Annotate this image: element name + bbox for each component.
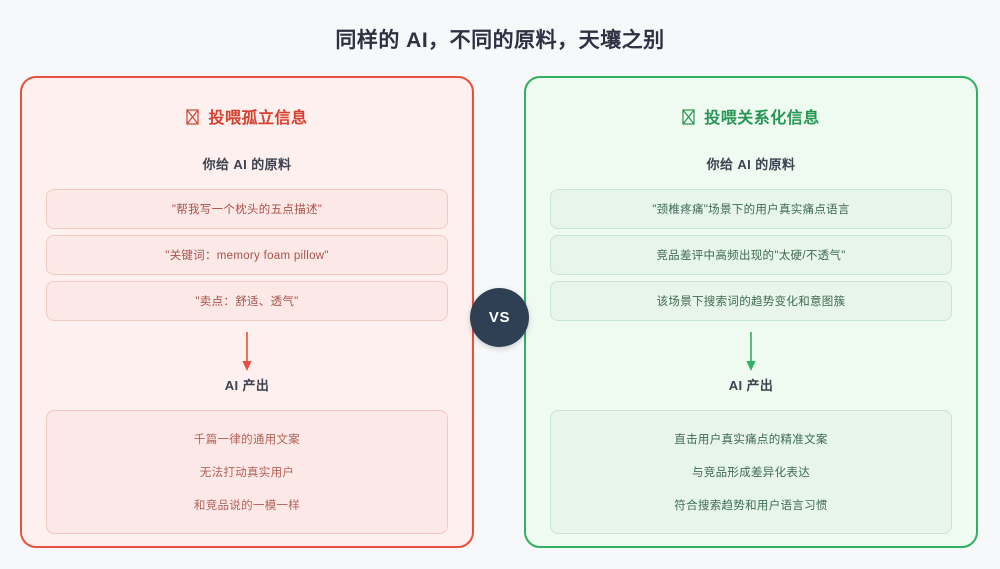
left-input-card[interactable]: "关键词：memory foam pillow" — [46, 235, 448, 275]
missing-glyph-box-icon — [186, 109, 200, 125]
right-panel-header: 投喂关系化信息 — [550, 104, 952, 128]
left-arrow-down-icon — [46, 329, 448, 375]
right-input-card[interactable]: "颈椎疼痛"场景下的用户真实痛点语言 — [550, 189, 952, 229]
right-input-card-stack: "颈椎疼痛"场景下的用户真实痛点语言 竞品差评中高频出现的"太硬/不透气" 该场… — [550, 189, 952, 327]
right-output-line: 符合搜索趋势和用户语言习惯 — [674, 500, 828, 512]
panel-isolated-information: 投喂孤立信息 你给 AI 的原料 "帮我写一个枕头的五点描述" "关键词：mem… — [20, 76, 474, 548]
right-output-label: AI 产出 — [728, 378, 774, 393]
right-arrow-down-icon — [550, 329, 952, 375]
panel-relational-information: 投喂关系化信息 你给 AI 的原料 "颈椎疼痛"场景下的用户真实痛点语言 竞品差… — [524, 76, 978, 548]
left-panel-title: 投喂孤立信息 — [208, 110, 308, 127]
page-title: 同样的 AI，不同的原料，天壤之别 — [335, 29, 665, 52]
left-input-card[interactable]: "帮我写一个枕头的五点描述" — [46, 189, 448, 229]
right-input-card[interactable]: 该场景下搜索词的趋势变化和意图簇 — [550, 281, 952, 321]
right-output-line: 与竞品形成差异化表达 — [692, 467, 810, 479]
left-output-line: 千篇一律的通用文案 — [193, 434, 301, 446]
vs-badge: VS — [470, 288, 529, 347]
left-input-label: 你给 AI 的原料 — [202, 157, 292, 172]
left-output-line: 和竞品说的一模一样 — [193, 500, 301, 512]
left-output-box: 千篇一律的通用文案 无法打动真实用户 和竞品说的一模一样 — [46, 410, 448, 534]
left-output-line: 无法打动真实用户 — [199, 467, 295, 479]
left-output-label: AI 产出 — [224, 378, 270, 393]
right-output-line: 直击用户真实痛点的精准文案 — [674, 434, 828, 446]
left-input-card-stack: "帮我写一个枕头的五点描述" "关键词：memory foam pillow" … — [46, 189, 448, 327]
missing-glyph-box-icon — [682, 109, 695, 125]
right-panel-title: 投喂关系化信息 — [704, 110, 820, 127]
right-output-box: 直击用户真实痛点的精准文案 与竞品形成差异化表达 符合搜索趋势和用户语言习惯 — [550, 410, 952, 534]
right-input-card[interactable]: 竞品差评中高频出现的"太硬/不透气" — [550, 235, 952, 275]
left-panel-header: 投喂孤立信息 — [46, 104, 448, 128]
right-input-label: 你给 AI 的原料 — [706, 157, 796, 172]
left-input-card[interactable]: "卖点：舒适、透气" — [46, 281, 448, 321]
